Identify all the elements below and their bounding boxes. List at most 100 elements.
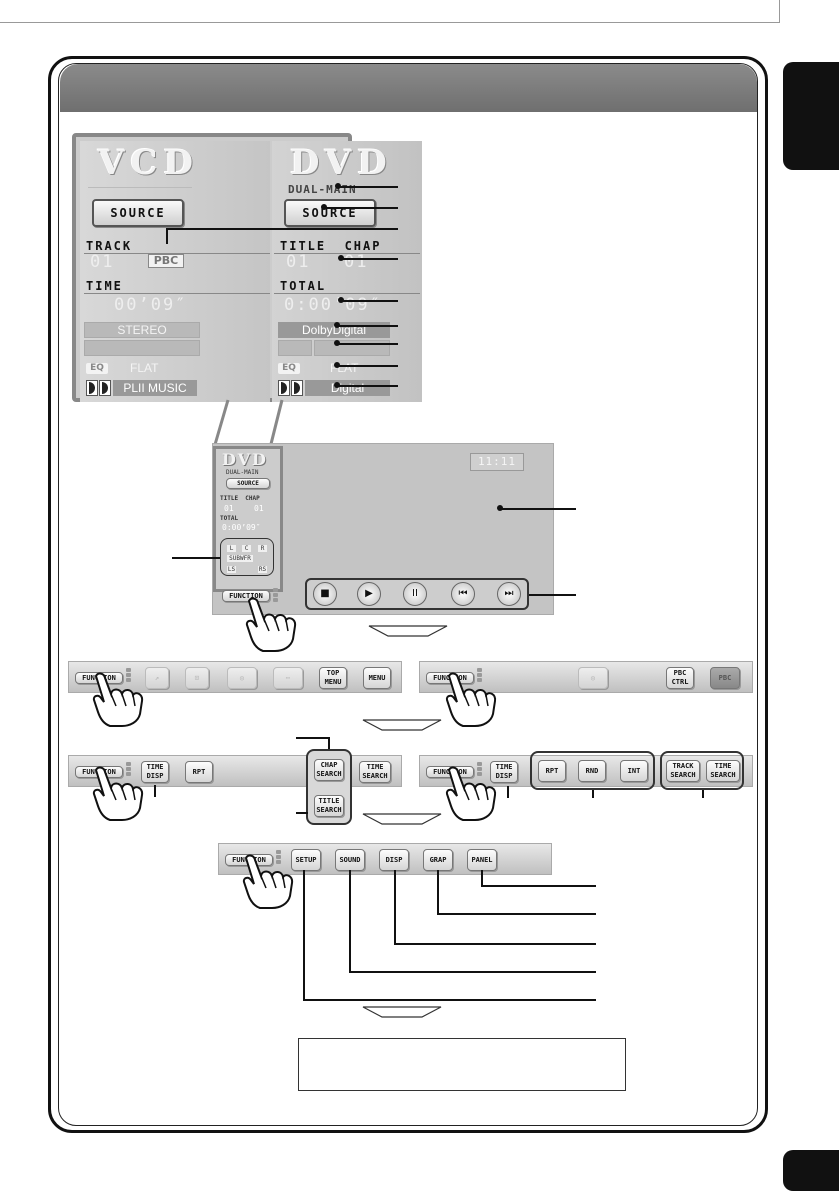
pbc-indicator: PBC (148, 254, 184, 268)
pointing-hand-icon (242, 852, 298, 910)
audio-channel: DUAL-MAIN (288, 183, 357, 196)
channel-group-outline (220, 538, 274, 576)
callout-line (507, 786, 509, 798)
dvd-column: DVD DUAL-MAIN SOURCE TITLE CHAP 01 01 TO… (272, 141, 422, 402)
audio-button[interactable]: ◎ (578, 667, 608, 689)
pointing-hand-icon (445, 670, 501, 728)
pause-button[interactable]: II (403, 582, 427, 606)
title-value: 01 (286, 252, 311, 272)
divider (84, 293, 270, 294)
mini-dvd-title: DVD (222, 450, 268, 469)
dolby-icon (291, 380, 303, 396)
divider (274, 293, 420, 294)
time-search-button[interactable]: TIME SEARCH (706, 760, 740, 782)
callout-line (341, 258, 398, 260)
callout-line (349, 870, 351, 972)
time-disp-button[interactable]: TIME DISP (490, 761, 518, 783)
clock-display: 11:11 (470, 453, 524, 471)
pbc-ctrl-button[interactable]: PBC CTRL (666, 667, 694, 689)
menu-button[interactable]: MENU (363, 667, 391, 689)
transport-controls: ■ ▶ II ⏮ ⏭ (305, 578, 529, 610)
repeat-button[interactable]: RPT (185, 761, 213, 783)
vcd-source-button[interactable]: SOURCE (92, 199, 184, 227)
callout-line (154, 785, 156, 797)
led-indicator (273, 588, 278, 602)
pointing-hand-icon (445, 764, 501, 822)
next-button[interactable]: ⏭ (497, 582, 521, 606)
playback-mode-group-outline: RPT RND INT (530, 751, 655, 790)
intro-button[interactable]: INT (620, 760, 648, 782)
callout-line (337, 343, 398, 345)
audio-format-box: STEREO (84, 322, 200, 338)
stop-button[interactable]: ■ (313, 582, 337, 606)
search-group-outline: CHAP SEARCH TITLE SEARCH (306, 749, 352, 825)
time-label: TIME (86, 279, 123, 293)
callout-line (166, 228, 168, 244)
language-tab (783, 62, 839, 170)
function-button[interactable]: FUNCTION (222, 590, 270, 602)
callout-line (296, 812, 308, 814)
callout-line (337, 325, 398, 327)
setup-button[interactable]: SETUP (291, 849, 321, 871)
disp-button[interactable]: DISP (379, 849, 409, 871)
angle-button[interactable]: ⊡ (185, 667, 209, 689)
ch-l: L (227, 545, 236, 552)
chap-search-button[interactable]: CHAP SEARCH (314, 759, 344, 781)
repeat-button[interactable]: RPT (538, 760, 566, 782)
divider (88, 187, 192, 188)
random-button[interactable]: RND (578, 760, 606, 782)
channel-indicator: L C R SUBWFR LS RS (224, 543, 274, 577)
callout-line (337, 365, 398, 367)
surround-mode: PLII MUSIC (113, 380, 197, 396)
sound-button[interactable]: SOUND (335, 849, 365, 871)
top-menu-button[interactable]: TOP MENU (319, 667, 347, 689)
vcd-title: VCD (98, 143, 199, 183)
audio-button[interactable]: ◎ (227, 667, 257, 689)
callout-line (172, 557, 220, 559)
divider (274, 253, 420, 254)
time-search-button[interactable]: TIME SEARCH (359, 761, 391, 783)
source-info-panel: VCD SOURCE TRACK 01 PBC TIME 00’09″ STER… (72, 133, 422, 402)
subtitle-button[interactable]: ⋯ (273, 667, 303, 689)
down-arrow (362, 719, 442, 731)
mini-title-chap-label: TITLE CHAP (220, 495, 260, 502)
dvd-source-button[interactable]: SOURCE (284, 199, 376, 227)
zoom-button[interactable]: ↗ (145, 667, 169, 689)
title-chap-label: TITLE CHAP (280, 239, 382, 253)
track-value: 01 (90, 252, 115, 272)
divider (84, 253, 270, 254)
trim-line (0, 22, 780, 23)
title-search-button[interactable]: TITLE SEARCH (314, 795, 344, 817)
callout-line (481, 870, 483, 886)
search-group-outline: TRACK SEARCH TIME SEARCH (660, 751, 744, 790)
time-disp-button[interactable]: TIME DISP (141, 761, 169, 783)
graphic-button[interactable]: GRAP (423, 849, 453, 871)
panel-button[interactable]: PANEL (467, 849, 497, 871)
pointing-hand-icon (92, 764, 148, 822)
pbc-button[interactable]: PBC (710, 667, 740, 689)
play-button[interactable]: ▶ (357, 582, 381, 606)
led-indicator (477, 762, 482, 776)
mini-total-label: TOTAL (220, 515, 239, 522)
led-indicator (126, 762, 131, 776)
ch-rs: RS (258, 566, 267, 573)
callout-line (349, 971, 596, 973)
callout-line (529, 594, 576, 596)
track-search-button[interactable]: TRACK SEARCH (666, 760, 700, 782)
callout-line (328, 737, 330, 749)
callout-line (702, 790, 704, 798)
time-value: 00’09″ (114, 295, 188, 315)
vcd-column: VCD SOURCE TRACK 01 PBC TIME 00’09″ STER… (80, 141, 270, 402)
previous-button[interactable]: ⏮ (451, 582, 475, 606)
mini-info-panel: DVD DUAL-MAIN SOURCE TITLE CHAP 01 01 TO… (213, 446, 283, 592)
blank-box (278, 340, 312, 356)
section-header-bar (60, 64, 757, 112)
eq-badge: EQ (86, 363, 108, 374)
zoom-connector (212, 399, 284, 449)
chapter-value: 01 (344, 252, 369, 272)
callout-line (437, 870, 439, 914)
callout-line (303, 870, 305, 1000)
callout-line (338, 186, 398, 188)
mini-source-button[interactable]: SOURCE (226, 478, 270, 489)
callout-line (296, 737, 329, 739)
